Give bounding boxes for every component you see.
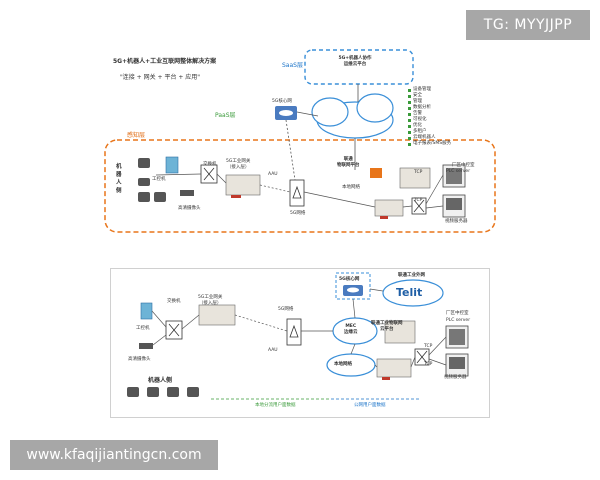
app-list-item: 电子报表/SMS服务: [413, 141, 452, 146]
plc-server-icon: [445, 325, 469, 349]
tg-watermark: TG: MYYJJPP: [466, 10, 590, 40]
d2-port-label: TCP: [424, 344, 433, 349]
d2-switch-label: 交换机: [167, 299, 181, 304]
core-network-label: 5G核心网: [272, 99, 292, 104]
switch-label: 交换机: [203, 162, 217, 167]
diagram-bottom: [110, 268, 490, 418]
gateway-device-icon: [198, 304, 236, 326]
video-server-label: 视频服务器: [445, 219, 468, 224]
app-list-item: 安全: [413, 93, 422, 98]
saas-layer-label: SaaS层: [282, 62, 303, 69]
app-list-item: 数据分析: [413, 105, 431, 110]
local-network-device-icon: [376, 358, 412, 380]
camera-icon: [180, 190, 194, 196]
d2-plc-server-label: PLC server: [446, 318, 471, 323]
edge-gateway-icon: [399, 167, 431, 189]
app-list-item: 云端机器人: [413, 135, 436, 140]
saas-box: [304, 49, 414, 85]
unicom-platform-label: 联通 物联网平台: [337, 157, 360, 168]
d2-factory-room-label: 厂区中控室: [446, 311, 469, 316]
diagram-top-svg: [104, 49, 496, 233]
d2-mec-label: MEC 边缘云: [344, 324, 358, 335]
d2-unicom-external-label: 联通工业外网: [398, 273, 425, 278]
d2-core-network-label: 5G核心网: [339, 277, 360, 282]
port-label: TCP: [414, 198, 423, 203]
d2-video-server-label: 视频服务器: [444, 375, 467, 380]
local-network-device-icon: [374, 199, 404, 219]
aau-label: AAU: [268, 172, 278, 177]
switch-icon: [200, 164, 218, 184]
d2-local-shunt-label: 本地分流用户面数据: [255, 403, 296, 408]
telit-cloud: [382, 279, 444, 307]
perception-box: [104, 139, 496, 233]
diagram-top: [100, 40, 500, 235]
diagram1-title: 5G+机器人+工业互联网整体解决方案: [113, 58, 217, 65]
factory-room-label: 厂区中控室: [452, 163, 475, 168]
edge-gateway-icon: [384, 320, 416, 344]
robot-side-label: 机器人侧: [116, 164, 122, 194]
video-server-icon: [445, 353, 469, 377]
d2-public-user-label: 公网用户面数据: [354, 403, 386, 408]
d2-robot-side-label: 机器人侧: [148, 377, 173, 384]
core-network-router-icon: [275, 106, 297, 120]
app-list-item: 管理: [413, 99, 422, 104]
plc-server-icon: [442, 164, 466, 188]
aau-antenna-icon: [289, 179, 305, 207]
ipc-icon: [165, 156, 179, 174]
core-network-router-icon: [343, 285, 363, 296]
switch-icon: [165, 320, 183, 340]
d2-aau-label: AAU: [268, 348, 278, 353]
d2-nr-label: 5G网络: [278, 307, 294, 312]
site-watermark: www.kfaqijiantingcn.com: [10, 440, 218, 470]
gateway-label: 5G工业网关 （接入层）: [226, 159, 251, 170]
d2-hd-camera-label: 高清摄像头: [128, 357, 151, 362]
unicom-platform-icon: [370, 168, 382, 178]
d2-port-label: TCP: [424, 362, 433, 367]
internet-cloud: [311, 93, 394, 139]
app-list-bullets: [408, 89, 411, 146]
saas-platform-label: 5G+机器人协作 运维云平台: [338, 56, 372, 67]
app-list-item: 设备管理: [413, 87, 431, 92]
local-network-label: 本地网络: [342, 185, 360, 190]
d2-gateway-label: 5G工业网关 （接入层）: [198, 295, 223, 306]
switch-2-icon: [414, 348, 430, 366]
port-label: TCP: [414, 170, 423, 175]
app-list-item: 多租户: [413, 129, 427, 134]
d2-unicom-platform-label: 联通工业物联网 云平台: [371, 321, 403, 332]
plc-server-label: PLC server: [446, 169, 471, 174]
hd-camera-label: 高清摄像头: [178, 206, 201, 211]
d2-local-network-label: 本地网络: [334, 362, 352, 367]
telit-logo: Telit: [396, 286, 423, 299]
video-server-icon: [442, 194, 466, 218]
perception-layer-label: 感知层: [127, 132, 146, 139]
app-list-item: 可视化: [413, 117, 427, 122]
ipc-icon: [140, 302, 153, 320]
nr-label: 5G网络: [290, 211, 306, 216]
camera-icon: [139, 343, 153, 349]
app-list-item: 告警: [413, 111, 422, 116]
switch-2-icon: [411, 197, 427, 215]
d2-ipc-label: 工控机: [136, 326, 150, 331]
diagram-bottom-svg: [127, 272, 469, 400]
robot-arm-icon: [138, 158, 166, 202]
app-list: 设备管理 安全 管理 数据分析 告警 可视化 优化 多租户 云端机器人 电子报表…: [413, 87, 451, 147]
diagram1-subtitle: "连接 + 网关 + 平台 + 应用": [120, 74, 201, 81]
paas-layer-label: PaaS层: [215, 112, 236, 119]
app-list-item: 优化: [413, 123, 422, 128]
gateway-device-icon: [225, 174, 261, 198]
ipc-label: 工控机: [152, 177, 166, 182]
robot-arm-icon: [127, 387, 199, 397]
aau-antenna-icon: [286, 318, 302, 346]
